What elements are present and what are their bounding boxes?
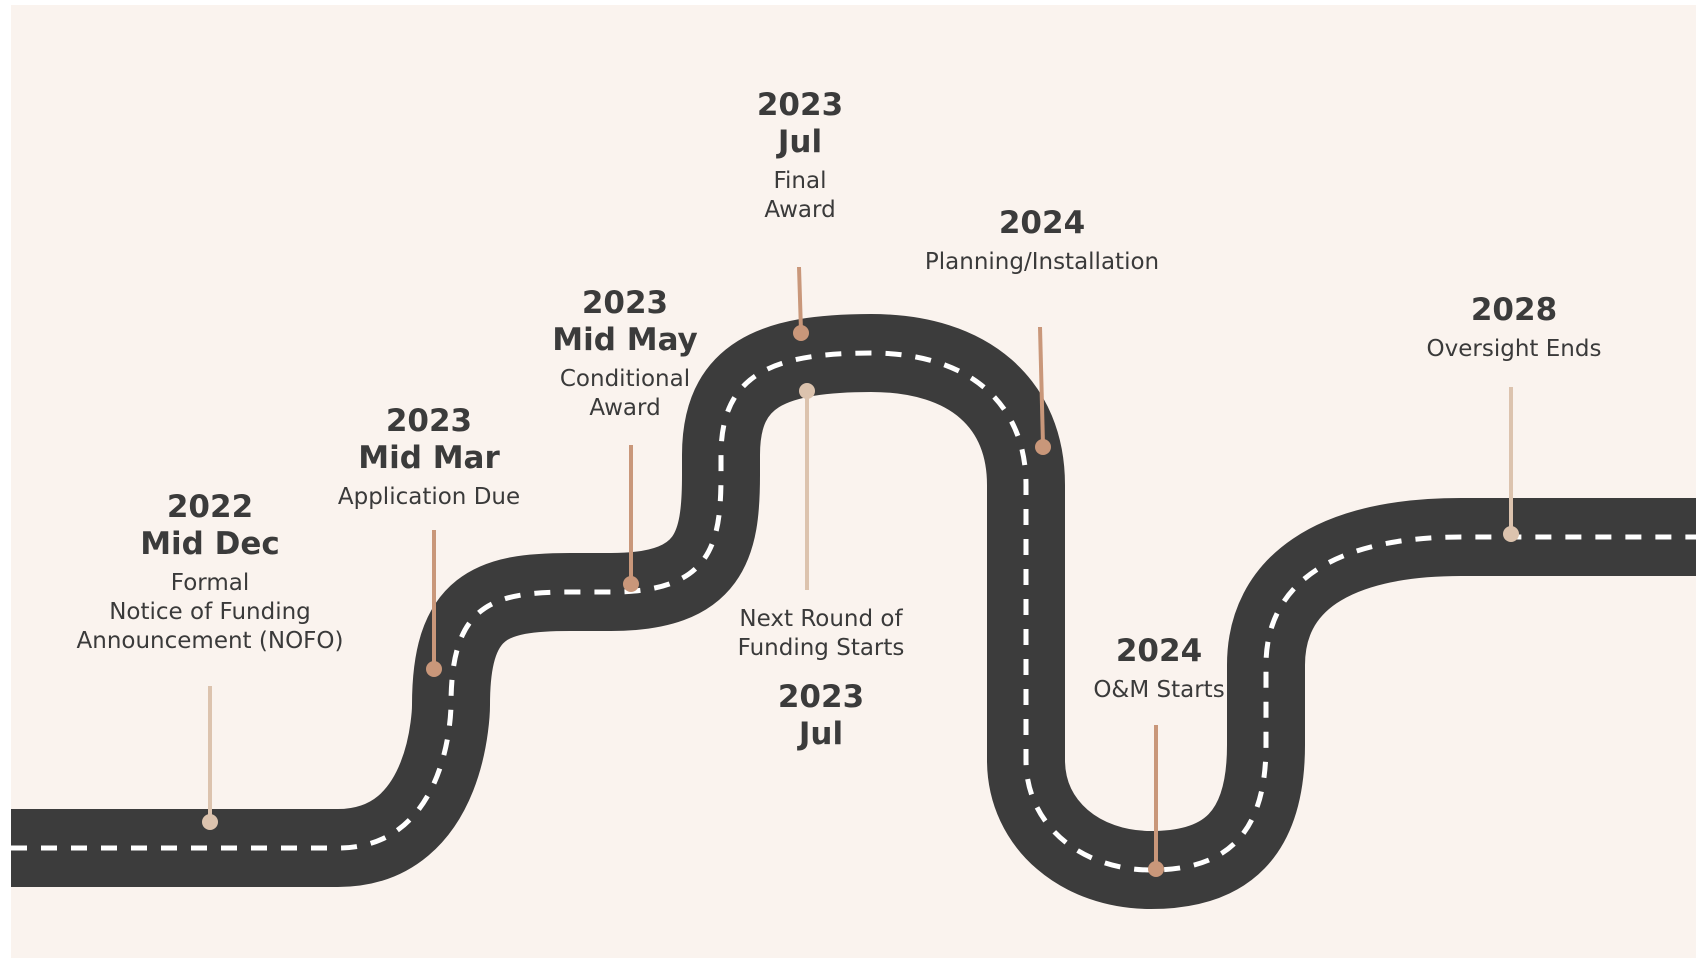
milestone-2024-om: 2024 O&M Starts — [1093, 633, 1224, 705]
pin-stem — [1038, 326, 1045, 446]
roadmap-canvas: 2022 Mid Dec Formal Notice of Funding An… — [11, 5, 1696, 958]
milestone-description: Conditional Award — [559, 366, 691, 421]
milestone-2022-mid-dec: 2022 Mid Dec Formal Notice of Funding An… — [77, 489, 344, 656]
milestone-year: 2024 — [998, 205, 1086, 241]
milestone-description: Oversight Ends — [1426, 336, 1602, 362]
milestone-year: 2023 — [581, 285, 669, 321]
milestone-2023-mid-may: 2023 Mid May Conditional Award — [552, 285, 697, 423]
milestone-year: 2022 — [166, 489, 254, 525]
milestone-period: Jul — [798, 716, 844, 752]
milestone-year: 2023 — [756, 87, 844, 123]
pin-dot — [426, 661, 442, 677]
pin-dot — [1148, 861, 1164, 877]
pin-dot — [799, 383, 815, 399]
milestone-period: Mid Dec — [140, 526, 280, 562]
milestone-description: Formal Notice of Funding Announcement (N… — [76, 570, 344, 654]
milestone-2023-jul-next-round: Next Round of Funding Starts 2023 Jul — [738, 605, 905, 753]
pin-dot — [793, 325, 809, 341]
pin-dot — [623, 576, 639, 592]
road-center-dashes — [11, 350, 1696, 873]
milestone-year: 2023 — [777, 679, 865, 715]
milestone-description: Next Round of Funding Starts — [737, 606, 905, 661]
milestone-year: 2028 — [1470, 292, 1558, 328]
pin-dot — [1035, 439, 1051, 455]
milestone-2028-oversight: 2028 Oversight Ends — [1427, 292, 1602, 364]
milestone-2023-jul-final: 2023 Jul Final Award — [757, 87, 843, 225]
roadmap-road — [11, 266, 1696, 910]
milestone-period: Mid May — [552, 322, 698, 358]
milestone-period: Jul — [777, 124, 823, 160]
milestone-year: 2024 — [1115, 633, 1203, 669]
milestone-description: Final Award — [764, 168, 836, 223]
milestone-2024-planning: 2024 Planning/Installation — [925, 205, 1159, 277]
milestone-description: O&M Starts — [1093, 677, 1225, 703]
milestone-period: Mid Mar — [358, 440, 500, 476]
milestone-year: 2023 — [385, 403, 473, 439]
milestone-description: Application Due — [337, 484, 521, 510]
pin-dot — [1503, 526, 1519, 542]
milestone-description: Planning/Installation — [924, 249, 1160, 275]
pin-stem — [797, 266, 803, 332]
pin-dot — [202, 814, 218, 830]
milestone-pins — [202, 266, 1519, 877]
milestone-2023-mid-mar: 2023 Mid Mar Application Due — [338, 403, 520, 512]
